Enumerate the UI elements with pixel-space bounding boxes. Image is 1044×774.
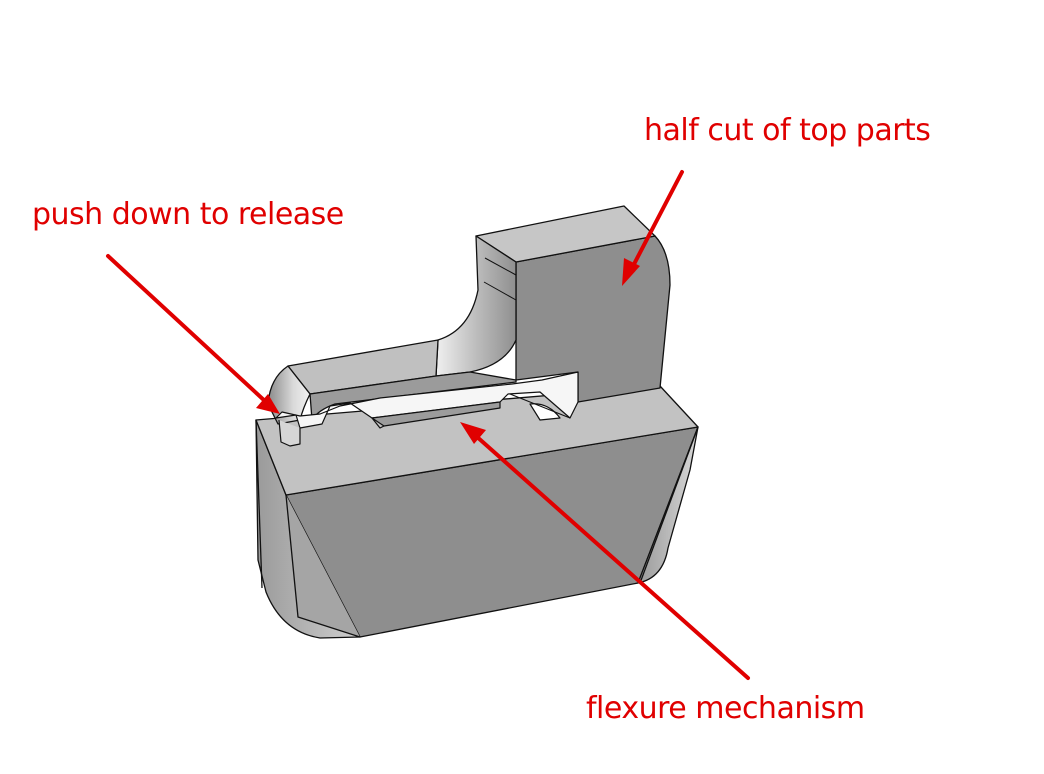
flexure-beam-edge (371, 401, 501, 427)
annotation-flexure: flexure mechanism (586, 691, 865, 726)
tower-curved-notch (435, 235, 517, 377)
flexure-beam (275, 371, 579, 429)
hook-end (267, 365, 311, 425)
annotation-arrows (106, 170, 750, 680)
base-left-side (255, 419, 361, 639)
top-part (267, 205, 671, 425)
tower-front-face (515, 235, 671, 403)
flexure-slot (275, 371, 579, 447)
annotation-push-release: push down to release (32, 197, 344, 232)
base-chamfer-right (639, 426, 699, 584)
arrow-half-cut-shaft (630, 170, 684, 270)
arrow-flexure-head (460, 422, 486, 444)
arrow-push-release-head (256, 394, 280, 414)
annotation-half-cut: half cut of top parts (644, 113, 931, 148)
arrow-flexure-shaft (474, 434, 750, 680)
arrow-push-release-shaft (106, 254, 268, 404)
base-chamfer-left (285, 494, 361, 638)
arrow-half-cut-head (622, 258, 640, 286)
